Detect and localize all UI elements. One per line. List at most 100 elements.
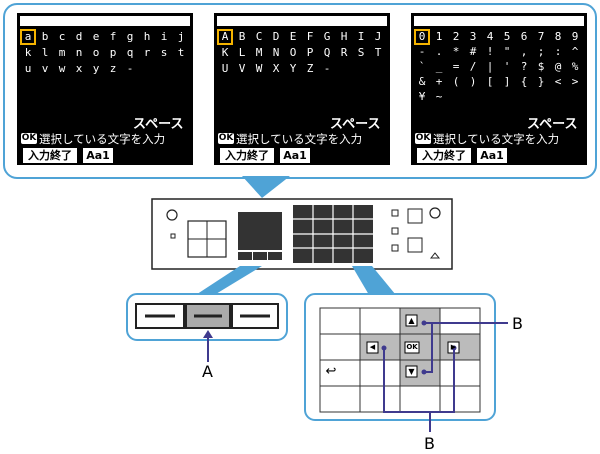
mode-switch-button[interactable]: Aa1 bbox=[280, 148, 310, 163]
key-0-0[interactable]: a bbox=[20, 29, 36, 45]
key-1-8[interactable]: : bbox=[554, 45, 562, 58]
mode-switch-button[interactable]: Aa1 bbox=[83, 148, 113, 163]
key-3-1[interactable]: + bbox=[435, 75, 443, 88]
key-1-4[interactable]: ! bbox=[486, 45, 494, 58]
key-2-6[interactable]: - bbox=[126, 62, 134, 75]
key-1-6[interactable]: , bbox=[520, 45, 528, 58]
key-1-7[interactable]: R bbox=[340, 46, 348, 59]
key-1-0[interactable]: k bbox=[24, 46, 32, 59]
key-0-4[interactable]: 4 bbox=[486, 30, 494, 43]
key-1-1[interactable]: l bbox=[41, 46, 49, 59]
key-0-1[interactable]: 1 bbox=[435, 30, 443, 43]
key-1-3[interactable]: n bbox=[75, 46, 83, 59]
key-2-9[interactable]: % bbox=[571, 60, 579, 73]
key-1-0[interactable]: K bbox=[221, 46, 229, 59]
key-0-4[interactable]: e bbox=[92, 30, 100, 43]
key-1-9[interactable]: T bbox=[374, 46, 382, 59]
key-0-5[interactable]: F bbox=[306, 30, 314, 43]
key-2-2[interactable]: = bbox=[452, 60, 460, 73]
key-2-0[interactable]: ` bbox=[418, 60, 426, 73]
key-0-0[interactable]: 0 bbox=[414, 29, 430, 45]
key-4-1[interactable]: ~ bbox=[435, 90, 443, 103]
space-key[interactable]: スペース bbox=[527, 117, 578, 132]
key-2-3[interactable]: X bbox=[272, 62, 280, 75]
key-2-7[interactable]: $ bbox=[537, 60, 545, 73]
ok-button[interactable]: OK bbox=[406, 343, 418, 351]
key-1-3[interactable]: # bbox=[469, 45, 477, 58]
key-2-0[interactable]: U bbox=[221, 62, 229, 75]
key-0-6[interactable]: 6 bbox=[520, 30, 528, 43]
key-2-6[interactable]: ? bbox=[520, 60, 528, 73]
key-1-3[interactable]: N bbox=[272, 46, 280, 59]
key-0-7[interactable]: h bbox=[143, 30, 151, 43]
key-1-5[interactable]: P bbox=[306, 46, 314, 59]
key-1-8[interactable]: s bbox=[160, 46, 168, 59]
key-0-8[interactable]: I bbox=[357, 30, 365, 43]
finish-input-button[interactable]: 入力終了 bbox=[220, 148, 274, 163]
key-3-5[interactable]: ] bbox=[503, 75, 511, 88]
key-1-6[interactable]: Q bbox=[323, 46, 331, 59]
key-3-0[interactable]: & bbox=[418, 75, 426, 88]
key-1-9[interactable]: t bbox=[177, 46, 185, 59]
key-0-5[interactable]: 5 bbox=[503, 30, 511, 43]
key-2-1[interactable]: V bbox=[238, 62, 246, 75]
key-0-6[interactable]: G bbox=[323, 30, 331, 43]
key-3-2[interactable]: ( bbox=[452, 75, 460, 88]
key-0-1[interactable]: b bbox=[41, 30, 49, 43]
space-key[interactable]: スペース bbox=[330, 117, 381, 132]
key-2-3[interactable]: x bbox=[75, 62, 83, 75]
key-0-3[interactable]: 3 bbox=[469, 30, 477, 43]
key-0-2[interactable]: c bbox=[58, 30, 66, 43]
key-0-1[interactable]: B bbox=[238, 30, 246, 43]
key-2-4[interactable]: y bbox=[92, 62, 100, 75]
key-0-3[interactable]: D bbox=[272, 30, 280, 43]
key-2-5[interactable]: z bbox=[109, 62, 117, 75]
right-arrow-icon[interactable]: ▶ bbox=[450, 343, 457, 351]
key-1-1[interactable]: . bbox=[435, 45, 443, 58]
key-2-6[interactable]: - bbox=[323, 62, 331, 75]
key-0-4[interactable]: E bbox=[289, 30, 297, 43]
key-2-3[interactable]: / bbox=[469, 60, 477, 73]
key-1-4[interactable]: O bbox=[289, 46, 297, 59]
key-1-2[interactable]: M bbox=[255, 46, 263, 59]
key-3-3[interactable]: ) bbox=[469, 75, 477, 88]
key-2-2[interactable]: w bbox=[58, 62, 66, 75]
key-1-9[interactable]: ^ bbox=[571, 45, 579, 58]
key-0-7[interactable]: H bbox=[340, 30, 348, 43]
key-2-1[interactable]: _ bbox=[435, 60, 443, 73]
key-2-4[interactable]: Y bbox=[289, 62, 297, 75]
key-3-7[interactable]: } bbox=[537, 75, 545, 88]
key-2-8[interactable]: @ bbox=[554, 60, 562, 73]
key-0-6[interactable]: g bbox=[126, 30, 134, 43]
key-0-8[interactable]: i bbox=[160, 30, 168, 43]
key-3-4[interactable]: [ bbox=[486, 75, 494, 88]
key-3-6[interactable]: { bbox=[520, 75, 528, 88]
key-3-8[interactable]: < bbox=[554, 75, 562, 88]
key-1-5[interactable]: p bbox=[109, 46, 117, 59]
key-0-2[interactable]: 2 bbox=[452, 30, 460, 43]
key-1-2[interactable]: * bbox=[452, 45, 460, 58]
down-arrow-icon[interactable]: ▼ bbox=[408, 367, 415, 376]
key-1-4[interactable]: o bbox=[92, 46, 100, 59]
mode-switch-button[interactable]: Aa1 bbox=[477, 148, 507, 163]
key-3-9[interactable]: > bbox=[571, 75, 579, 88]
key-2-4[interactable]: | bbox=[486, 60, 494, 73]
key-1-8[interactable]: S bbox=[357, 46, 365, 59]
key-0-9[interactable]: j bbox=[177, 30, 185, 43]
key-2-5[interactable]: ' bbox=[503, 60, 511, 73]
finish-input-button[interactable]: 入力終了 bbox=[417, 148, 471, 163]
key-0-7[interactable]: 7 bbox=[537, 30, 545, 43]
back-icon[interactable]: ↩ bbox=[325, 364, 337, 379]
key-1-7[interactable]: r bbox=[143, 46, 151, 59]
key-1-2[interactable]: m bbox=[58, 46, 66, 59]
key-1-7[interactable]: ; bbox=[537, 45, 545, 58]
up-arrow-icon[interactable]: ▲ bbox=[408, 316, 415, 325]
key-1-5[interactable]: " bbox=[503, 45, 511, 58]
key-0-5[interactable]: f bbox=[109, 30, 117, 43]
key-1-1[interactable]: L bbox=[238, 46, 246, 59]
key-0-9[interactable]: J bbox=[374, 30, 382, 43]
key-2-2[interactable]: W bbox=[255, 62, 263, 75]
